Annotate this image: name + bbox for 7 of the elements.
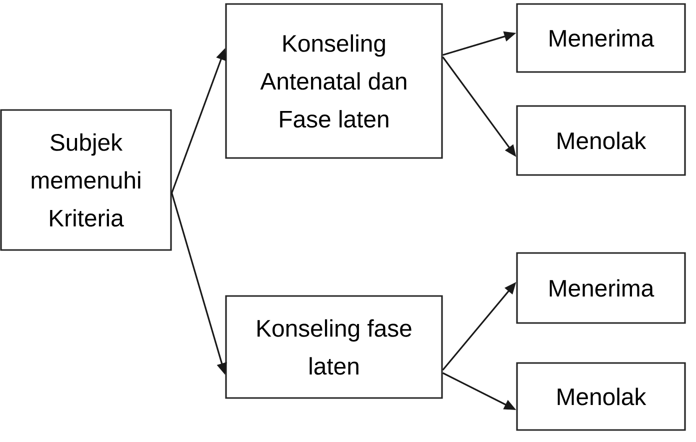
process-box: Konseling fase laten [225, 295, 443, 399]
outcome-box: Menerima [516, 252, 686, 324]
process-box: Subjek memenuhi Kriteria [0, 109, 172, 251]
outcome-box: Menolak [516, 105, 686, 176]
process-box: Konseling Antenatal dan Fase laten [225, 3, 443, 159]
outcome-box: Menolak [516, 362, 686, 431]
outcome-box: Menerima [516, 3, 686, 73]
